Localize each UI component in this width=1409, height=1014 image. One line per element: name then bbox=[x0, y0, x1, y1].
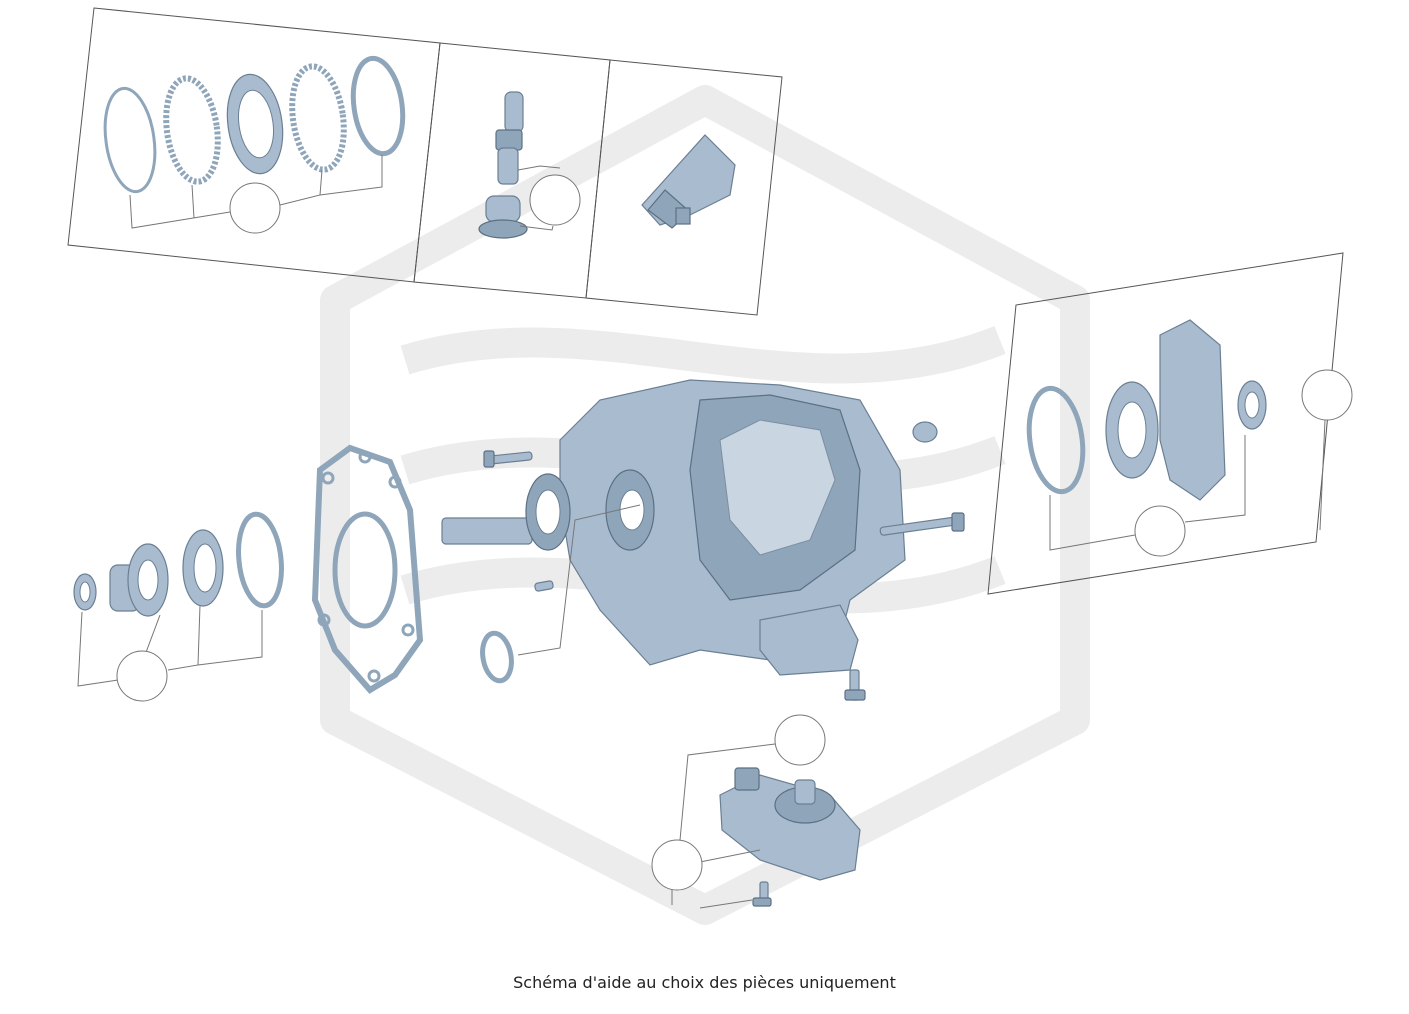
sensor-connector[interactable] bbox=[641, 134, 736, 229]
actuator-motor[interactable] bbox=[719, 767, 861, 881]
bushing-left[interactable] bbox=[73, 573, 97, 611]
callout-right-nut[interactable] bbox=[1301, 369, 1353, 421]
housing-gasket[interactable] bbox=[311, 444, 424, 694]
seal-ring-right[interactable] bbox=[1023, 385, 1089, 495]
output-flange[interactable] bbox=[1105, 319, 1226, 501]
leaders-actuator bbox=[671, 743, 776, 909]
callout-left-bearing[interactable] bbox=[116, 650, 168, 702]
leaders-clutch-pack bbox=[129, 155, 383, 229]
flange-nut[interactable] bbox=[1237, 380, 1267, 430]
bolt-upper-left[interactable] bbox=[483, 450, 533, 468]
leaders-pin bbox=[517, 165, 561, 231]
leader-front-seal bbox=[517, 504, 641, 656]
dowel-pin[interactable] bbox=[534, 580, 554, 592]
frame-top-left-group bbox=[67, 7, 783, 316]
shift-pin[interactable] bbox=[495, 91, 524, 185]
leaders-left bbox=[77, 604, 263, 687]
clutch-disc-inner[interactable] bbox=[286, 63, 350, 173]
bolt-right[interactable] bbox=[879, 512, 965, 536]
bolt-lower[interactable] bbox=[844, 669, 866, 701]
callout-clutch-pack[interactable] bbox=[229, 182, 281, 234]
snap-ring[interactable] bbox=[99, 85, 161, 195]
callout-pin[interactable] bbox=[529, 174, 581, 226]
pressure-ring[interactable] bbox=[348, 55, 409, 157]
callout-actuator-gasket[interactable] bbox=[774, 714, 826, 766]
callout-actuator[interactable] bbox=[651, 839, 703, 891]
callout-right-flange[interactable] bbox=[1134, 505, 1186, 557]
clutch-hub[interactable] bbox=[221, 71, 288, 178]
frame-right-group bbox=[987, 252, 1344, 595]
transfer-case-housing[interactable] bbox=[441, 379, 906, 676]
seal-ring-front[interactable] bbox=[479, 630, 515, 684]
diagram-caption: Schéma d'aide au choix des pièces unique… bbox=[513, 973, 896, 992]
actuator-bolt[interactable] bbox=[752, 881, 772, 907]
valve-plug[interactable] bbox=[478, 195, 528, 239]
seal-left[interactable] bbox=[234, 511, 285, 609]
bearing-left[interactable] bbox=[182, 529, 224, 607]
input-flange-left[interactable] bbox=[109, 543, 169, 617]
leaders-right bbox=[1049, 419, 1326, 551]
clutch-disc-outer[interactable] bbox=[160, 75, 224, 185]
bushing-top[interactable] bbox=[912, 421, 938, 443]
